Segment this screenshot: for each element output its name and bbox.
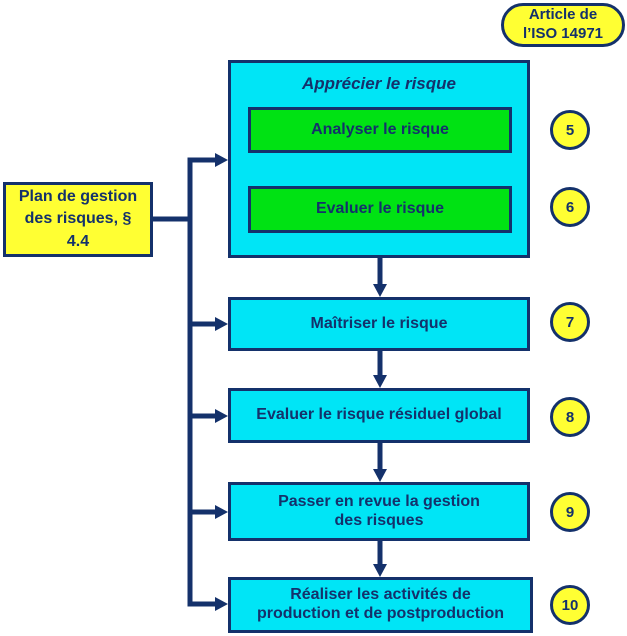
article-iso-badge: Article de l’ISO 14971 [501, 3, 625, 47]
step-number-badge-7: 7 [550, 302, 590, 342]
group-title: Apprécier le risque [301, 74, 456, 93]
step-box-evaluer-le-risque: Evaluer le risque [248, 186, 512, 233]
plan-box: Plan de gestion des risques, § 4.4 [3, 182, 153, 257]
step-number-badge-6: 6 [550, 187, 590, 227]
step-number-badge-10: 10 [550, 585, 590, 625]
step-box-evaluer-risque-residuel: Evaluer le risque résiduel global [228, 388, 530, 443]
step-number-badge-8: 8 [550, 397, 590, 437]
step-box-maitriser-le-risque: Maîtriser le risque [228, 297, 530, 351]
step-number-badge-5: 5 [550, 110, 590, 150]
step-box-analyser-le-risque: Analyser le risque [248, 107, 512, 153]
step-box-passer-en-revue: Passer en revue la gestion des risques [228, 482, 530, 541]
step-box-realiser-activites: Réaliser les activités de production et … [228, 577, 533, 633]
step-number-badge-9: 9 [550, 492, 590, 532]
